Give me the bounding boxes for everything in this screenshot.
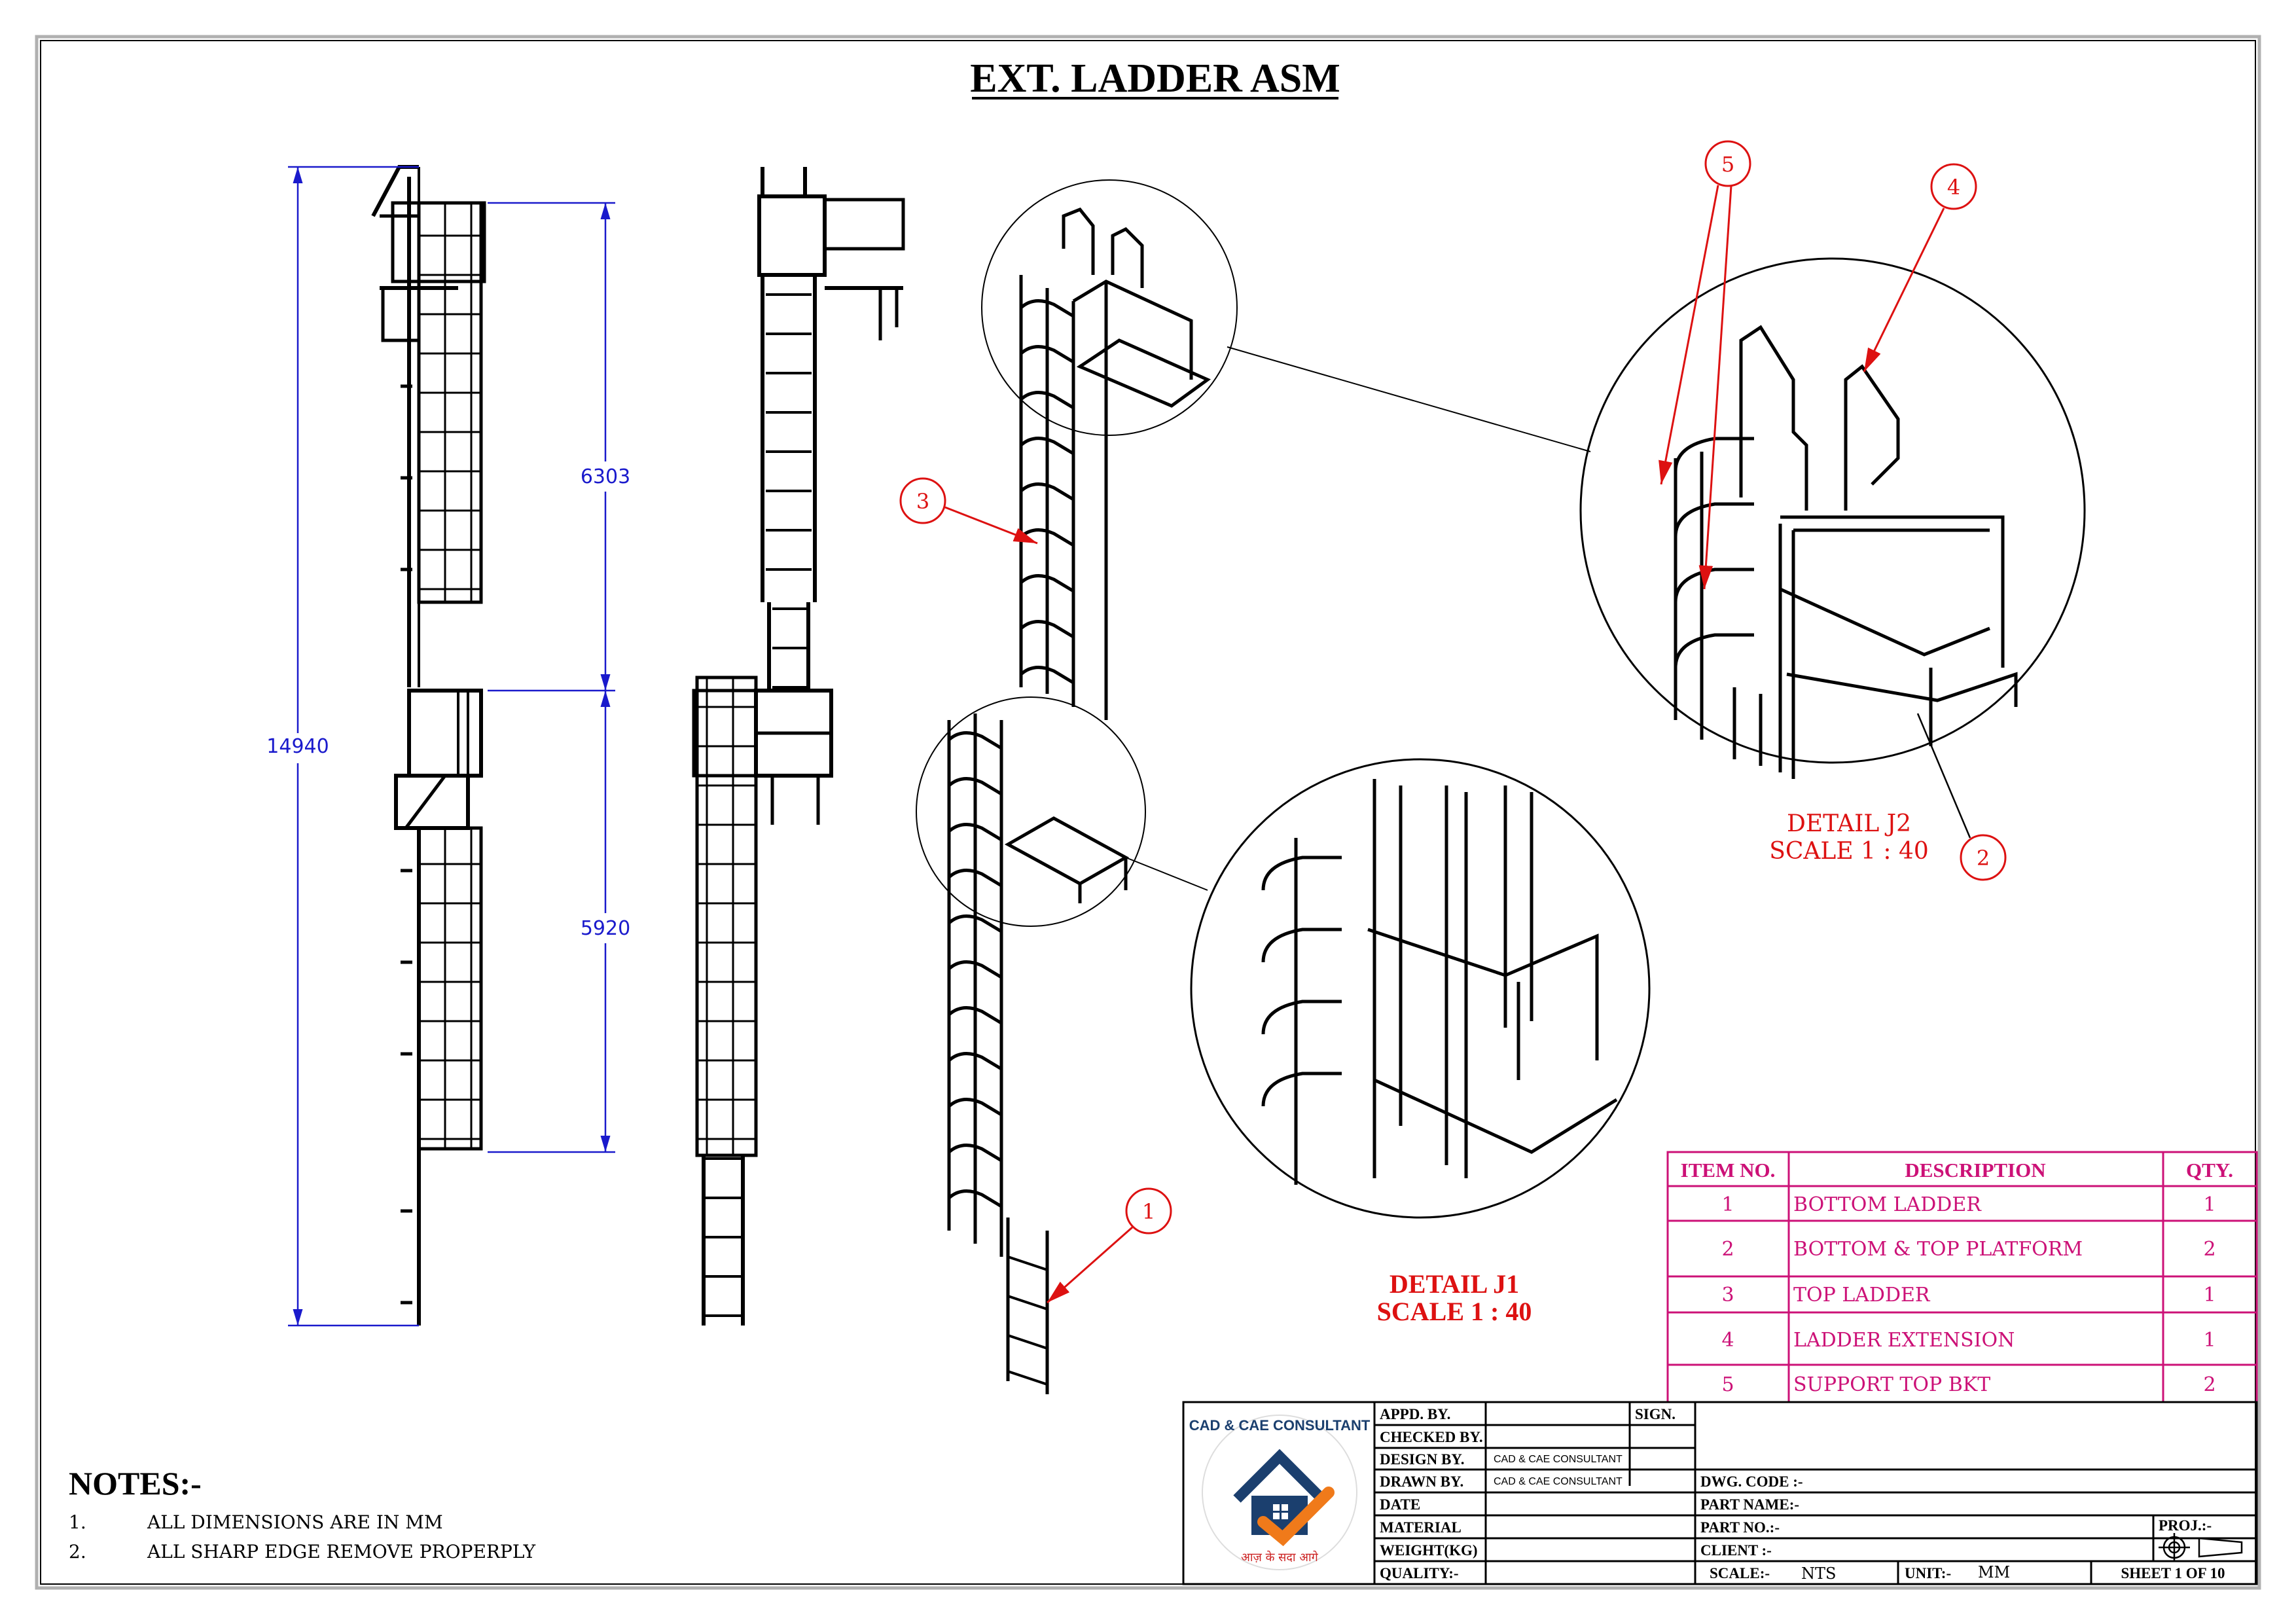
design-by-value: CAD & CAE CONSULTANT xyxy=(1494,1454,1623,1465)
bom-header-description: DESCRIPTION xyxy=(1905,1159,2045,1182)
detail-j2-drawing xyxy=(1674,325,2018,779)
svg-text:5: 5 xyxy=(1721,1373,1734,1396)
drawn-by-label: DRAWN BY. xyxy=(1380,1473,1463,1490)
balloon-4: 4 xyxy=(1863,163,1977,372)
svg-text:3: 3 xyxy=(916,489,929,514)
svg-text:1: 1 xyxy=(2203,1284,2215,1307)
detail-j1-leader xyxy=(1125,857,1208,891)
scale-value: NTS xyxy=(1801,1564,1836,1583)
drawn-by-value: CAD & CAE CONSULTANT xyxy=(1494,1476,1623,1487)
svg-text:BOTTOM LADDER: BOTTOM LADDER xyxy=(1793,1193,1982,1216)
svg-text:1: 1 xyxy=(2203,1193,2215,1216)
note-number: 2. xyxy=(69,1541,86,1562)
svg-text:1: 1 xyxy=(1142,1199,1155,1224)
svg-text:SUPPORT TOP BKT: SUPPORT TOP BKT xyxy=(1793,1373,1990,1396)
detail-j2-circle xyxy=(1579,257,2086,764)
svg-text:आज़ के सदा आगे: आज़ के सदा आगे xyxy=(1241,1550,1319,1564)
dim-overall: 14940 xyxy=(266,735,329,758)
unit-value: MM xyxy=(1978,1563,2010,1581)
bom-table xyxy=(1666,1151,2258,1403)
balloon-2: 2 xyxy=(1916,713,2007,881)
projection-symbol-icon xyxy=(2159,1533,2243,1562)
detail-j2-scale: SCALE 1 : 40 xyxy=(1769,838,1929,865)
svg-text:2: 2 xyxy=(1977,846,1990,871)
company-logo: CAD & CAE CONSULTANT आज़ के सदा आगे xyxy=(1189,1415,1371,1570)
bom-header-item: ITEM NO. xyxy=(1681,1159,1776,1182)
balloon-5: 5 xyxy=(1659,140,1751,590)
client-label: CLIENT :- xyxy=(1700,1542,1772,1559)
svg-text:2: 2 xyxy=(2203,1238,2215,1261)
bom-row: 4 LADDER EXTENSION 1 xyxy=(1721,1329,2215,1352)
svg-text:1: 1 xyxy=(2203,1329,2215,1352)
bom-row: 1 BOTTOM LADDER 1 xyxy=(1721,1193,2215,1216)
detail-j2-leader xyxy=(1227,346,1591,452)
svg-text:4: 4 xyxy=(1721,1329,1734,1352)
svg-text:4: 4 xyxy=(1947,175,1960,200)
bom-row: 3 TOP LADDER 1 xyxy=(1721,1284,2215,1307)
balloon-3: 3 xyxy=(899,477,1038,545)
quality-label: QUALITY:- xyxy=(1380,1565,1459,1581)
part-name-label: PART NAME:- xyxy=(1700,1496,1799,1513)
sheet-number: SHEET 1 OF 10 xyxy=(2121,1565,2225,1581)
bom-row: 5 SUPPORT TOP BKT 2 xyxy=(1721,1373,2215,1396)
title-block xyxy=(1182,1401,2258,1585)
svg-text:2: 2 xyxy=(1721,1238,1734,1261)
svg-text:5: 5 xyxy=(1721,152,1734,177)
svg-text:1: 1 xyxy=(1721,1193,1734,1216)
sign-label: SIGN. xyxy=(1635,1406,1676,1422)
outer-border xyxy=(35,35,2261,1590)
proj-label: PROJ.:- xyxy=(2159,1517,2212,1534)
isometric-view xyxy=(947,207,1211,1394)
part-no-label: PART NO.:- xyxy=(1700,1519,1780,1536)
detail-j1-ref-circle xyxy=(916,696,1146,927)
bom-header-qty: QTY. xyxy=(2186,1159,2233,1182)
notes-heading: NOTES:- xyxy=(69,1465,202,1502)
svg-text:CAD & CAE CONSULTANT: CAD & CAE CONSULTANT xyxy=(1189,1417,1371,1434)
dim-lower: 5920 xyxy=(581,917,630,940)
note-number: 1. xyxy=(69,1511,86,1533)
svg-text:2: 2 xyxy=(2203,1373,2215,1396)
date-label: DATE xyxy=(1380,1496,1420,1513)
svg-text:BOTTOM & TOP PLATFORM: BOTTOM & TOP PLATFORM xyxy=(1793,1238,2083,1261)
side-view xyxy=(371,165,486,1326)
svg-text:TOP LADDER: TOP LADDER xyxy=(1793,1284,1931,1307)
scale-label: SCALE:- xyxy=(1710,1565,1770,1581)
svg-text:3: 3 xyxy=(1721,1284,1734,1307)
detail-j1-scale: SCALE 1 : 40 xyxy=(1377,1297,1532,1326)
checked-by-label: CHECKED BY. xyxy=(1380,1429,1483,1445)
weight-label: WEIGHT(KG) xyxy=(1380,1542,1478,1559)
detail-j1-label: DETAIL J1 xyxy=(1390,1269,1519,1299)
material-label: MATERIAL xyxy=(1380,1519,1462,1536)
detail-j1-drawing xyxy=(1261,779,1618,1185)
svg-text:LADDER EXTENSION: LADDER EXTENSION xyxy=(1793,1329,2015,1352)
appd-by-label: APPD. BY. xyxy=(1380,1406,1450,1422)
note-text: ALL DIMENSIONS ARE IN MM xyxy=(147,1511,443,1533)
dwg-code-label: DWG. CODE :- xyxy=(1700,1473,1803,1490)
design-by-label: DESIGN BY. xyxy=(1380,1451,1465,1468)
inner-border xyxy=(40,40,2256,1585)
detail-j2-label: DETAIL J2 xyxy=(1787,810,1911,837)
drawing-title: EXT. LADDER ASM xyxy=(970,56,1340,101)
dim-upper: 6303 xyxy=(581,465,630,488)
detail-j2-ref-circle xyxy=(981,179,1238,436)
balloon-1: 1 xyxy=(1047,1187,1172,1304)
front-view xyxy=(692,167,905,1326)
unit-label: UNIT:- xyxy=(1905,1565,1951,1581)
bom-row: 2 BOTTOM & TOP PLATFORM 2 xyxy=(1721,1238,2215,1261)
detail-j1-circle xyxy=(1190,758,1651,1219)
note-text: ALL SHARP EDGE REMOVE PROPERPLY xyxy=(147,1541,536,1562)
